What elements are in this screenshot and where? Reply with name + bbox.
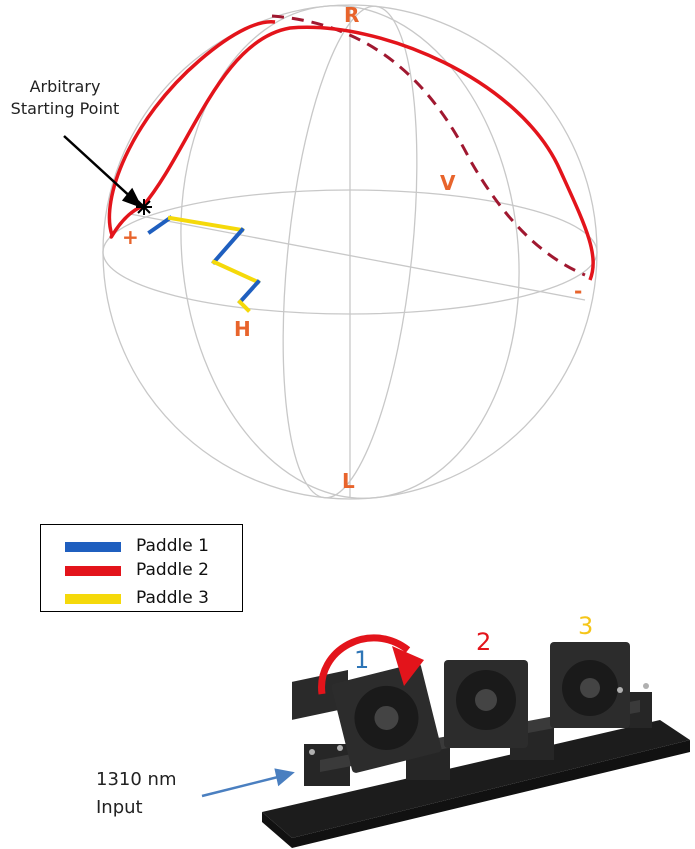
input-label: 1310 nm Input <box>96 766 226 822</box>
paddle3-step <box>167 215 245 233</box>
legend-swatch <box>65 566 121 576</box>
device-clamp <box>292 670 348 720</box>
sphere-axis-diagonal <box>129 213 586 301</box>
start-point-label: Arbitrary Starting Point <box>0 76 130 120</box>
poincare-sphere <box>102 4 598 500</box>
sphere-meridian-wide <box>180 5 520 499</box>
legend-item-paddle-3: Paddle 3 <box>41 587 242 611</box>
label-r: R <box>344 3 359 27</box>
paddle1-step <box>147 215 173 235</box>
start-point-marker <box>136 199 152 215</box>
input-label-line2: Input <box>96 797 143 818</box>
legend-label: Paddle 1 <box>136 536 209 556</box>
label-minus: - <box>574 279 582 303</box>
paddle-number-1: 1 <box>354 646 369 674</box>
paddle3-step <box>211 259 261 285</box>
start-point-label-line1: Arbitrary <box>29 77 101 96</box>
sphere-meridian-narrow <box>282 5 418 499</box>
paddle-number-3: 3 <box>578 612 593 640</box>
paddle1-step <box>211 227 245 265</box>
legend-swatch <box>65 594 121 604</box>
input-label-line1: 1310 nm <box>96 769 177 790</box>
label-h: H <box>234 317 251 341</box>
start-point-label-line2: Starting Point <box>10 99 120 118</box>
legend-swatch <box>65 542 121 552</box>
paddle-2-device <box>444 660 528 748</box>
start-point-arrow <box>63 135 143 209</box>
legend-item-paddle-1: Paddle 1 <box>41 535 242 559</box>
paddle-number-2: 2 <box>476 628 491 656</box>
paddle-steps <box>147 215 261 313</box>
legend-label: Paddle 3 <box>136 588 209 608</box>
label-plus: + <box>122 225 139 249</box>
paddle-3-device <box>550 642 630 728</box>
paddle3-step <box>237 299 251 313</box>
paddle2-path <box>107 20 595 281</box>
device-base <box>262 720 690 838</box>
paddle-1-device <box>331 663 442 773</box>
legend-label: Paddle 2 <box>136 560 209 580</box>
label-v: V <box>440 171 456 195</box>
label-l: L <box>342 469 355 493</box>
legend: Paddle 1 Paddle 2 Paddle 3 <box>40 524 243 612</box>
legend-item-paddle-2: Paddle 2 <box>41 559 242 583</box>
rotation-arrow-icon <box>318 634 424 695</box>
paddle1-step <box>237 279 261 305</box>
polarization-controller <box>262 642 690 848</box>
input-arrow <box>201 768 295 798</box>
